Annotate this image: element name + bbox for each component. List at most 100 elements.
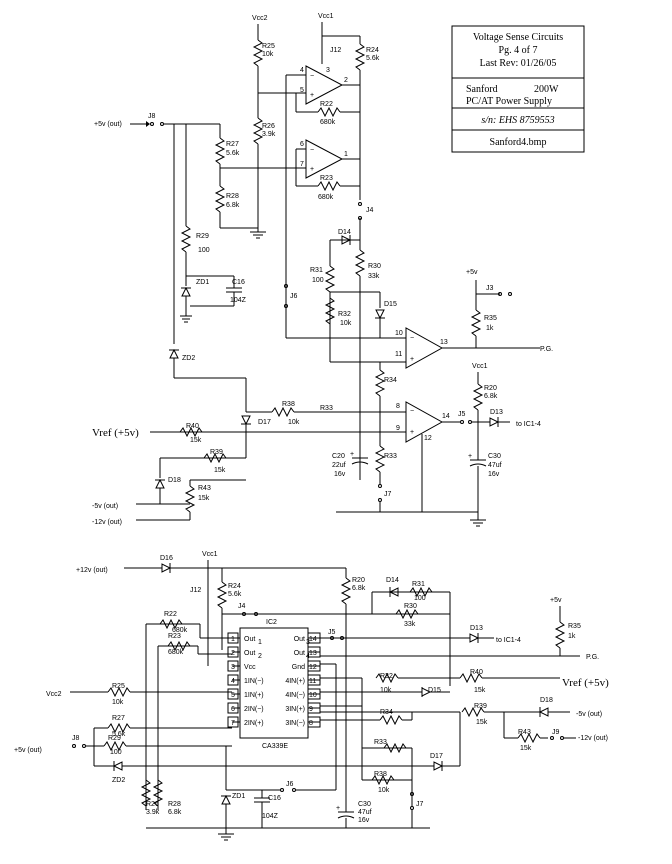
top-d13-label: D13: [490, 409, 503, 416]
svg-text:4: 4: [300, 67, 304, 74]
ic2-pin-number-right: 14: [309, 636, 317, 643]
top-zd2-label: ZD2: [182, 355, 195, 362]
top-c16-value: 104Z: [230, 297, 247, 304]
bot-vref-label: Vref (+5v): [562, 677, 609, 689]
bot-d14-label: D14: [386, 577, 399, 584]
top-vcc1-right-label: Vcc1: [472, 363, 488, 370]
bot-r35-label: R35: [568, 623, 581, 630]
ic2-pin-label-right: Out: [294, 636, 305, 643]
top-c20-value2: 16v: [334, 471, 346, 478]
top-r38-label: R38: [282, 401, 295, 408]
bot-d13-label: D13: [470, 625, 483, 632]
bot-j6-label: J6: [286, 781, 294, 788]
top-minus5-label: -5v (out): [92, 503, 118, 510]
ic2-pin-label-right: Gnd: [292, 664, 305, 671]
ic2-pin-sub-left: 2: [258, 653, 262, 660]
top-r35-value: 1k: [486, 325, 494, 332]
bot-r40-value: 15k: [474, 687, 486, 694]
svg-text:−: −: [310, 147, 314, 154]
top-r25-value: 10k: [262, 51, 274, 58]
svg-text:2: 2: [344, 77, 348, 84]
bot-c16-value: 104Z: [262, 813, 279, 820]
svg-text:+: +: [410, 429, 414, 436]
svg-text:+: +: [336, 805, 340, 812]
top-r29-label: R29: [196, 233, 209, 240]
bot-r39-label: R39: [474, 703, 487, 710]
top-toic-label: to IC1-4: [516, 421, 541, 428]
bot-r30-value: 33k: [404, 621, 416, 628]
ic2-pin-sub-right: 4: [306, 653, 310, 660]
bot-r25-value: 10k: [112, 699, 124, 706]
title-line-3: Last Rev: 01/26/05: [480, 58, 557, 69]
bot-pg-label: P.G.: [586, 654, 599, 661]
bot-d15-label: D15: [428, 687, 441, 694]
title-line-2: Pg. 4 of 7: [499, 45, 538, 56]
bot-ic2-label: IC2: [266, 619, 277, 626]
bot-r28-value: 6.8k: [168, 809, 182, 816]
top-r26-label: R26: [262, 123, 275, 130]
svg-text:11: 11: [395, 351, 402, 358]
svg-text:13: 13: [440, 339, 448, 346]
svg-text:14: 14: [442, 413, 450, 420]
bot-r25-label: R25: [112, 683, 125, 690]
title-manufacturer: Sanford: [466, 84, 498, 95]
top-r38-value: 10k: [288, 419, 300, 426]
top-r40-label: R40: [186, 423, 199, 430]
top-d14-label: D14: [338, 229, 351, 236]
top-r27-label: R27: [226, 141, 239, 148]
top-r26-value: 3.9k: [262, 131, 276, 138]
bot-r32-value: 10k: [380, 687, 392, 694]
top-r32-value: 10k: [340, 320, 352, 327]
svg-text:−: −: [410, 408, 414, 415]
bot-r28-label: R28: [168, 801, 181, 808]
bot-j5-label: J5: [328, 629, 336, 636]
bot-r30-label: R30: [404, 603, 417, 610]
top-minus12-label: -12v (out): [92, 519, 122, 526]
ic2-pin-label-right: Out: [294, 650, 305, 657]
ic2-pin-number-right: 10: [309, 692, 317, 699]
svg-text:1: 1: [344, 151, 348, 158]
top-schematic: Vcc2 R25 10k R26 3.9k Vcc1 J12 R24 5.6k …: [92, 13, 553, 527]
bot-vcc1-label: Vcc1: [202, 551, 218, 558]
top-r20-value: 6.8k: [484, 393, 498, 400]
bot-r26-label: R26: [146, 801, 159, 808]
bot-c30-value2: 16v: [358, 817, 370, 824]
top-r20-label: R20: [484, 385, 497, 392]
ic2-pin-number-right: 9: [309, 706, 313, 713]
top-c20-label: C20: [332, 453, 345, 460]
svg-text:6: 6: [300, 141, 304, 148]
top-c20-value1: 22uf: [332, 462, 346, 469]
bot-r39-value: 15k: [476, 719, 488, 726]
bot-d17-label: D17: [430, 753, 443, 760]
bot-r27-label: R27: [112, 715, 125, 722]
title-block: Voltage Sense Circuits Pg. 4 of 7 Last R…: [451, 25, 585, 153]
bot-r26-value: 3.9k: [146, 809, 160, 816]
bot-r31-value: 100: [414, 595, 426, 602]
ic2-pin-label-right: 4IN(+): [285, 678, 305, 685]
top-r35-label: R35: [484, 315, 497, 322]
bot-j8-label: J8: [72, 735, 80, 742]
top-r31-label: R31: [310, 267, 323, 274]
top-c30-value2: 16v: [488, 471, 500, 478]
bot-minus12-label: -12v (out): [578, 735, 608, 742]
bot-plus12-label: +12v (out): [76, 567, 108, 574]
bot-r31-label: R31: [412, 581, 425, 588]
bot-r29-value: 100: [110, 749, 122, 756]
ic2-pin-label-left: Out: [244, 636, 255, 643]
ic2-pin-label-left: 2IN(+): [244, 720, 264, 727]
top-r29-value: 100: [198, 247, 210, 254]
bot-c16-label: C16: [268, 795, 281, 802]
ic2-pin-sub-left: 1: [258, 639, 262, 646]
svg-text:9: 9: [396, 425, 400, 432]
top-r31-value: 100: [312, 277, 324, 284]
ic2-pin-number-right: 12: [309, 664, 317, 671]
bot-c30-label: C30: [358, 801, 371, 808]
bot-r22-value: 680k: [172, 627, 188, 634]
svg-text:8: 8: [396, 403, 400, 410]
ic2-pin-number-left: 5: [231, 692, 235, 699]
bot-minus5-label: -5v (out): [576, 711, 602, 718]
svg-text:+: +: [310, 166, 314, 173]
top-r22-value: 680k: [320, 119, 336, 126]
